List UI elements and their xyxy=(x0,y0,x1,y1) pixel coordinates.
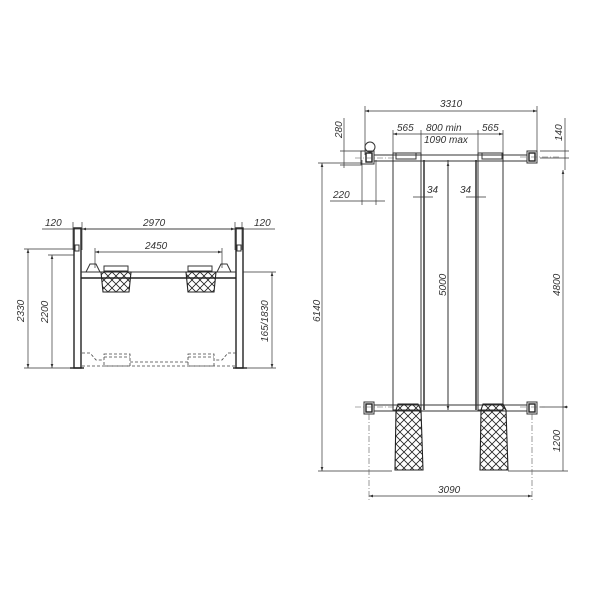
dim-ramp-length: 1200 xyxy=(552,429,563,452)
dim-rail-left: 34 xyxy=(427,185,439,196)
dim-runway-gap-min: 800 min xyxy=(426,123,462,134)
dim-post-offset: 220 xyxy=(332,190,350,201)
dim-right-post: 120 xyxy=(254,218,271,229)
dim-post-height: 2200 xyxy=(40,300,51,324)
dim-rail-right: 34 xyxy=(460,185,472,196)
dim-inner-width: 2450 xyxy=(144,241,168,252)
top-view: 3310 565 800 min 1090 max 565 280 140 22… xyxy=(312,99,569,500)
dim-top-offset-right: 140 xyxy=(554,124,565,141)
dim-overall-length: 6140 xyxy=(312,299,323,322)
dim-left-post: 120 xyxy=(45,218,62,229)
dim-runway-length: 5000 xyxy=(438,273,449,296)
dim-runway-gap-max: 1090 max xyxy=(424,135,469,146)
front-view: 120 2970 120 2450 xyxy=(16,218,276,369)
dim-post-spacing: 4800 xyxy=(552,273,563,296)
dim-overall-height: 2330 xyxy=(16,299,27,323)
dim-runway-width-right: 565 xyxy=(482,123,499,134)
dim-top-offset-left: 280 xyxy=(334,121,345,139)
dim-runway-width-left: 565 xyxy=(397,123,414,134)
dim-lift-height: 165/1830 xyxy=(260,300,271,342)
dim-top-total-width: 3310 xyxy=(440,99,463,110)
dim-post-centers: 3090 xyxy=(438,485,461,496)
dim-total-width: 2970 xyxy=(142,218,166,229)
